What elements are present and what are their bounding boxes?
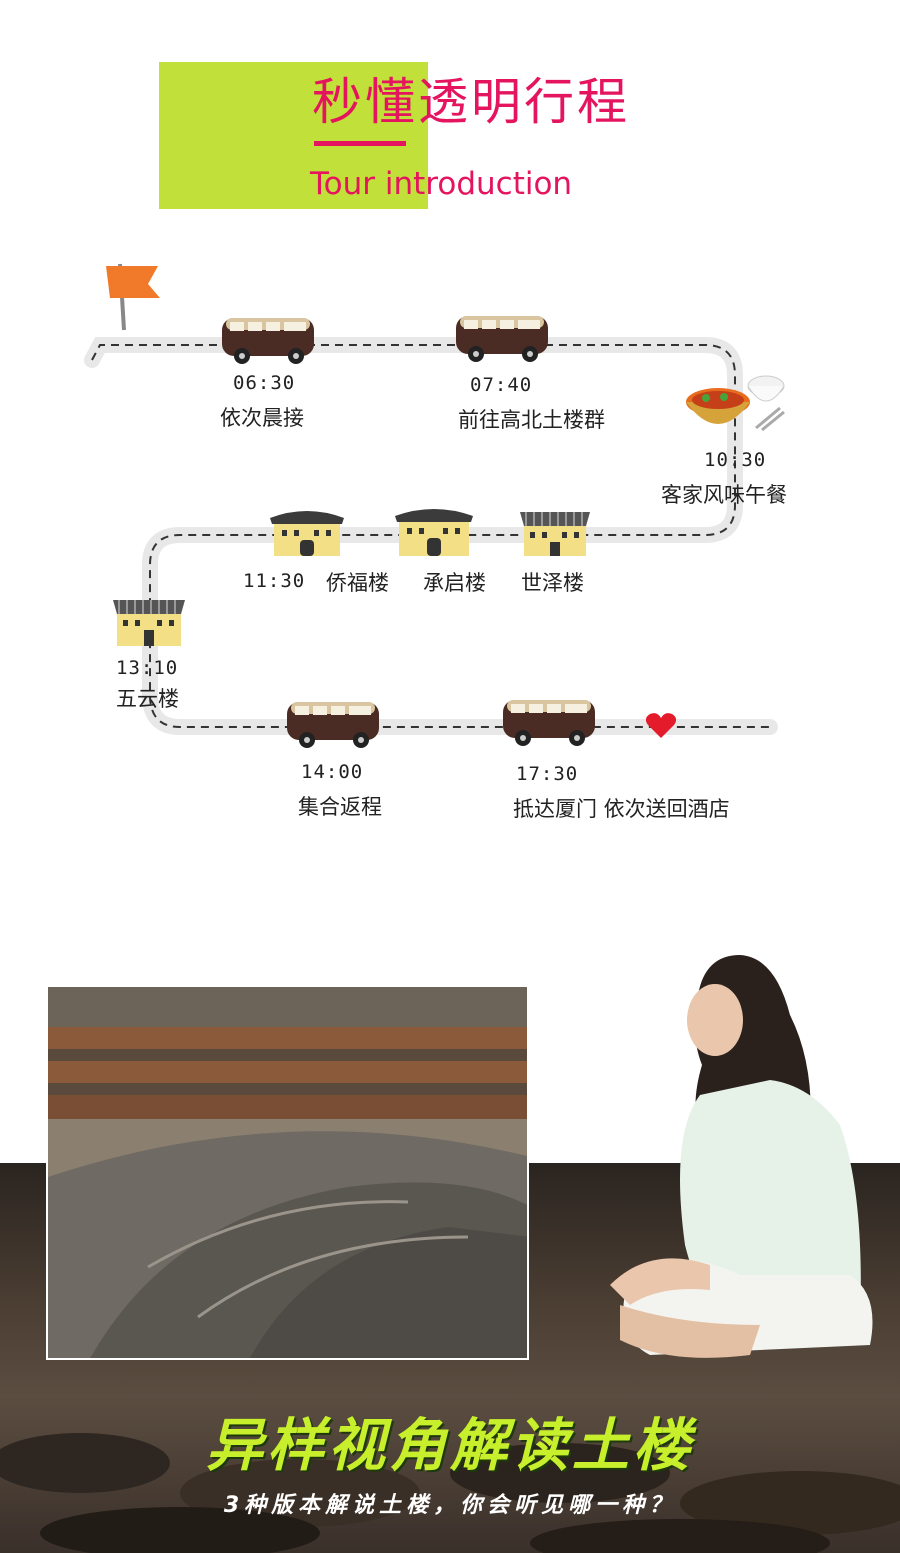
stop-time: 11:30 bbox=[243, 570, 306, 592]
stop-label: 前往高北土楼群 bbox=[458, 408, 605, 432]
page-subtitle: Tour introduction bbox=[310, 166, 573, 202]
tulou-square-icon bbox=[113, 600, 185, 646]
banner-headline: 异样视角解读土楼 bbox=[206, 1413, 694, 1479]
heart-icon bbox=[645, 713, 677, 738]
stop-label: 集合返程 bbox=[298, 795, 382, 819]
stop-label: 五云楼 bbox=[116, 687, 179, 711]
van-icon bbox=[456, 316, 548, 362]
stop-label: 承启楼 bbox=[423, 571, 486, 595]
page-title: 秒懂透明行程 bbox=[312, 73, 630, 131]
stop-time: 06:30 bbox=[233, 372, 296, 394]
title-underline bbox=[314, 141, 406, 146]
van-icon bbox=[287, 702, 379, 748]
food-bowl-icon bbox=[686, 375, 785, 432]
stop-time: 10:30 bbox=[704, 449, 767, 471]
stop-time: 13:10 bbox=[116, 657, 179, 679]
header-color-block bbox=[159, 62, 428, 209]
start-flag-icon bbox=[106, 263, 160, 331]
van-icon bbox=[503, 700, 595, 746]
tulou-round-icon bbox=[270, 511, 344, 556]
stop-label: 世泽楼 bbox=[521, 571, 584, 595]
tulou-photo bbox=[46, 985, 529, 1360]
stop-time: 07:40 bbox=[470, 374, 533, 396]
stop-label: 抵达厦门 依次送回酒店 bbox=[513, 797, 730, 821]
tulou-square-icon bbox=[520, 512, 590, 556]
woman-figure bbox=[610, 955, 873, 1358]
stop-label: 客家风味午餐 bbox=[661, 483, 787, 507]
stop-label: 侨福楼 bbox=[326, 571, 389, 595]
banner-subline: 3种版本解说土楼，你会听见哪一种？ bbox=[223, 1493, 677, 1518]
stop-time: 14:00 bbox=[301, 761, 364, 783]
tulou-round-icon bbox=[395, 509, 473, 556]
stop-label: 依次晨接 bbox=[220, 406, 304, 430]
route-path bbox=[84, 337, 778, 735]
van-icon bbox=[222, 318, 314, 364]
stop-time: 17:30 bbox=[516, 763, 579, 785]
